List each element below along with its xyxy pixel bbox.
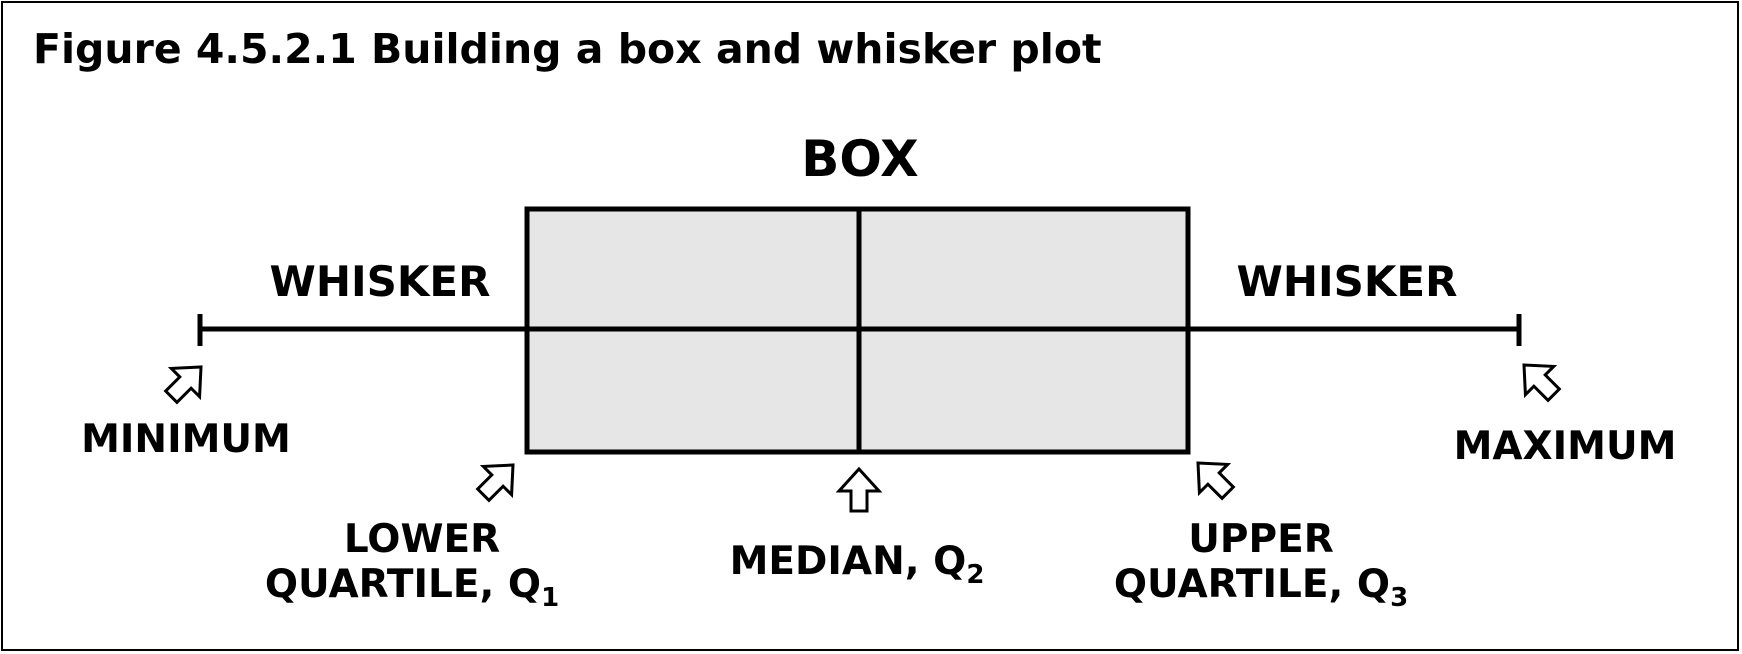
arrow-up-left-outline-icon — [1182, 447, 1244, 509]
lower-quartile-line1: LOWER — [344, 517, 500, 562]
upper-quartile-subscript: 3 — [1390, 583, 1408, 613]
minimum-label: MINIMUM — [81, 417, 291, 462]
upper-quartile-text: QUARTILE, Q — [1114, 562, 1390, 607]
arrow-up-right-outline-icon — [155, 351, 217, 413]
arrow-up-outline-icon — [837, 467, 881, 513]
lower-quartile-subscript: 1 — [541, 583, 559, 613]
upper-quartile-line1: UPPER — [1188, 517, 1334, 562]
whisker-right-label: WHISKER — [1237, 257, 1458, 306]
upper-quartile-line2: QUARTILE, Q3 — [1114, 562, 1408, 613]
median-label: MEDIAN, Q2 — [730, 539, 985, 590]
median-text: MEDIAN, Q — [730, 539, 967, 584]
arrow-up-right-outline-icon — [467, 449, 529, 511]
lower-quartile-text: QUARTILE, Q — [265, 562, 541, 607]
median-subscript: 2 — [966, 560, 984, 590]
maximum-label: MAXIMUM — [1454, 424, 1677, 469]
whisker-left-label: WHISKER — [270, 257, 491, 306]
figure-title: Figure 4.5.2.1 Building a box and whiske… — [33, 25, 1102, 73]
box-label: BOX — [801, 130, 918, 188]
arrow-up-left-outline-icon — [1508, 349, 1570, 411]
lower-quartile-line2: QUARTILE, Q1 — [265, 562, 559, 613]
